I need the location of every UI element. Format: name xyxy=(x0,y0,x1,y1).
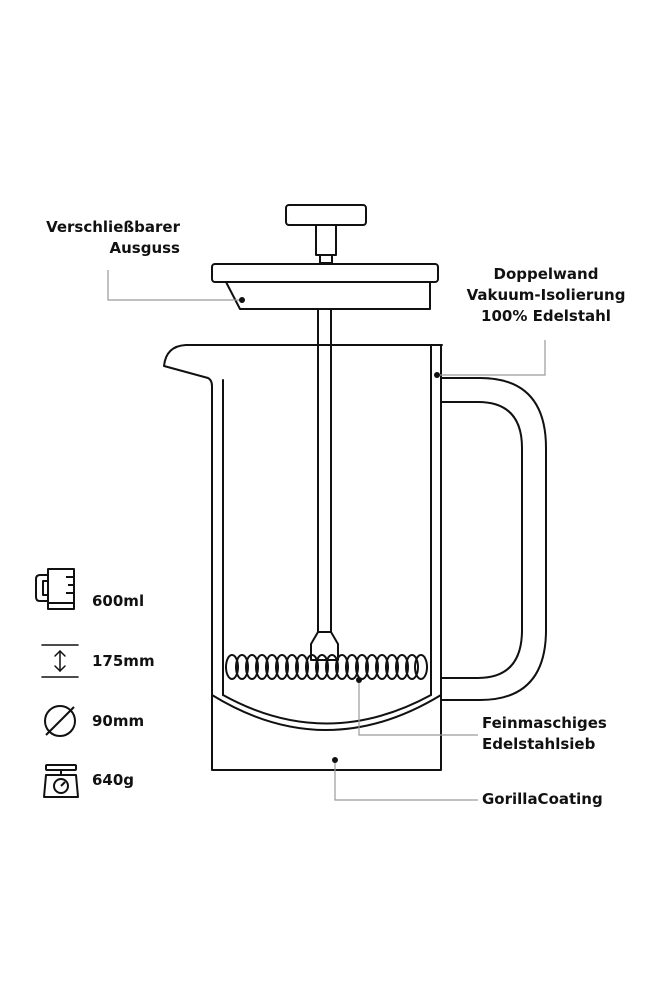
lid-body xyxy=(225,281,431,310)
dot-spout xyxy=(239,297,245,303)
carafe-base-curve xyxy=(211,694,442,731)
filter-coil xyxy=(225,654,428,680)
height-arrow-icon xyxy=(41,644,79,678)
plunger-collar xyxy=(319,254,333,264)
leader-wall xyxy=(437,340,546,376)
callout-filter-line1: Feinmaschiges xyxy=(482,714,607,732)
handle xyxy=(440,377,547,701)
callout-wall-line3: 100% Edelstahl xyxy=(481,307,611,325)
carafe-outer-wall xyxy=(163,344,443,771)
leader-coating xyxy=(334,760,478,801)
spec-weight: 640g xyxy=(92,771,135,789)
dot-filter xyxy=(356,677,362,683)
leader-filter xyxy=(358,680,478,736)
callout-coating: GorillaCoating xyxy=(482,789,603,810)
spec-height: 175mm xyxy=(92,652,155,670)
callout-coating-line1: GorillaCoating xyxy=(482,790,603,808)
leader-spout xyxy=(107,270,242,301)
diameter-icon xyxy=(44,705,76,737)
callout-wall-line2: Vakuum-Isolierung xyxy=(466,286,626,304)
spec-diameter: 90mm xyxy=(92,712,145,730)
callout-spout-line1: Verschließbarer xyxy=(46,218,180,236)
dot-wall xyxy=(434,372,440,378)
dot-coating xyxy=(332,757,338,763)
callout-spout-line2: Ausguss xyxy=(109,239,181,257)
callout-wall: Doppelwand Vakuum-Isolierung 100% Edelst… xyxy=(448,264,644,327)
scale-icon xyxy=(43,764,79,798)
carafe-base-inner xyxy=(222,694,432,725)
plunger-knob-stem xyxy=(315,224,337,256)
measuring-cup-icon xyxy=(35,568,75,610)
lid-top xyxy=(211,263,439,283)
callout-filter: Feinmaschiges Edelstahlsieb xyxy=(482,713,607,755)
callout-spout: Verschließbarer Ausguss xyxy=(20,217,180,259)
spec-volume: 600ml xyxy=(92,592,145,610)
callout-filter-line2: Edelstahlsieb xyxy=(482,735,596,753)
callout-wall-line1: Doppelwand xyxy=(493,265,599,283)
plunger-knob xyxy=(285,204,367,226)
